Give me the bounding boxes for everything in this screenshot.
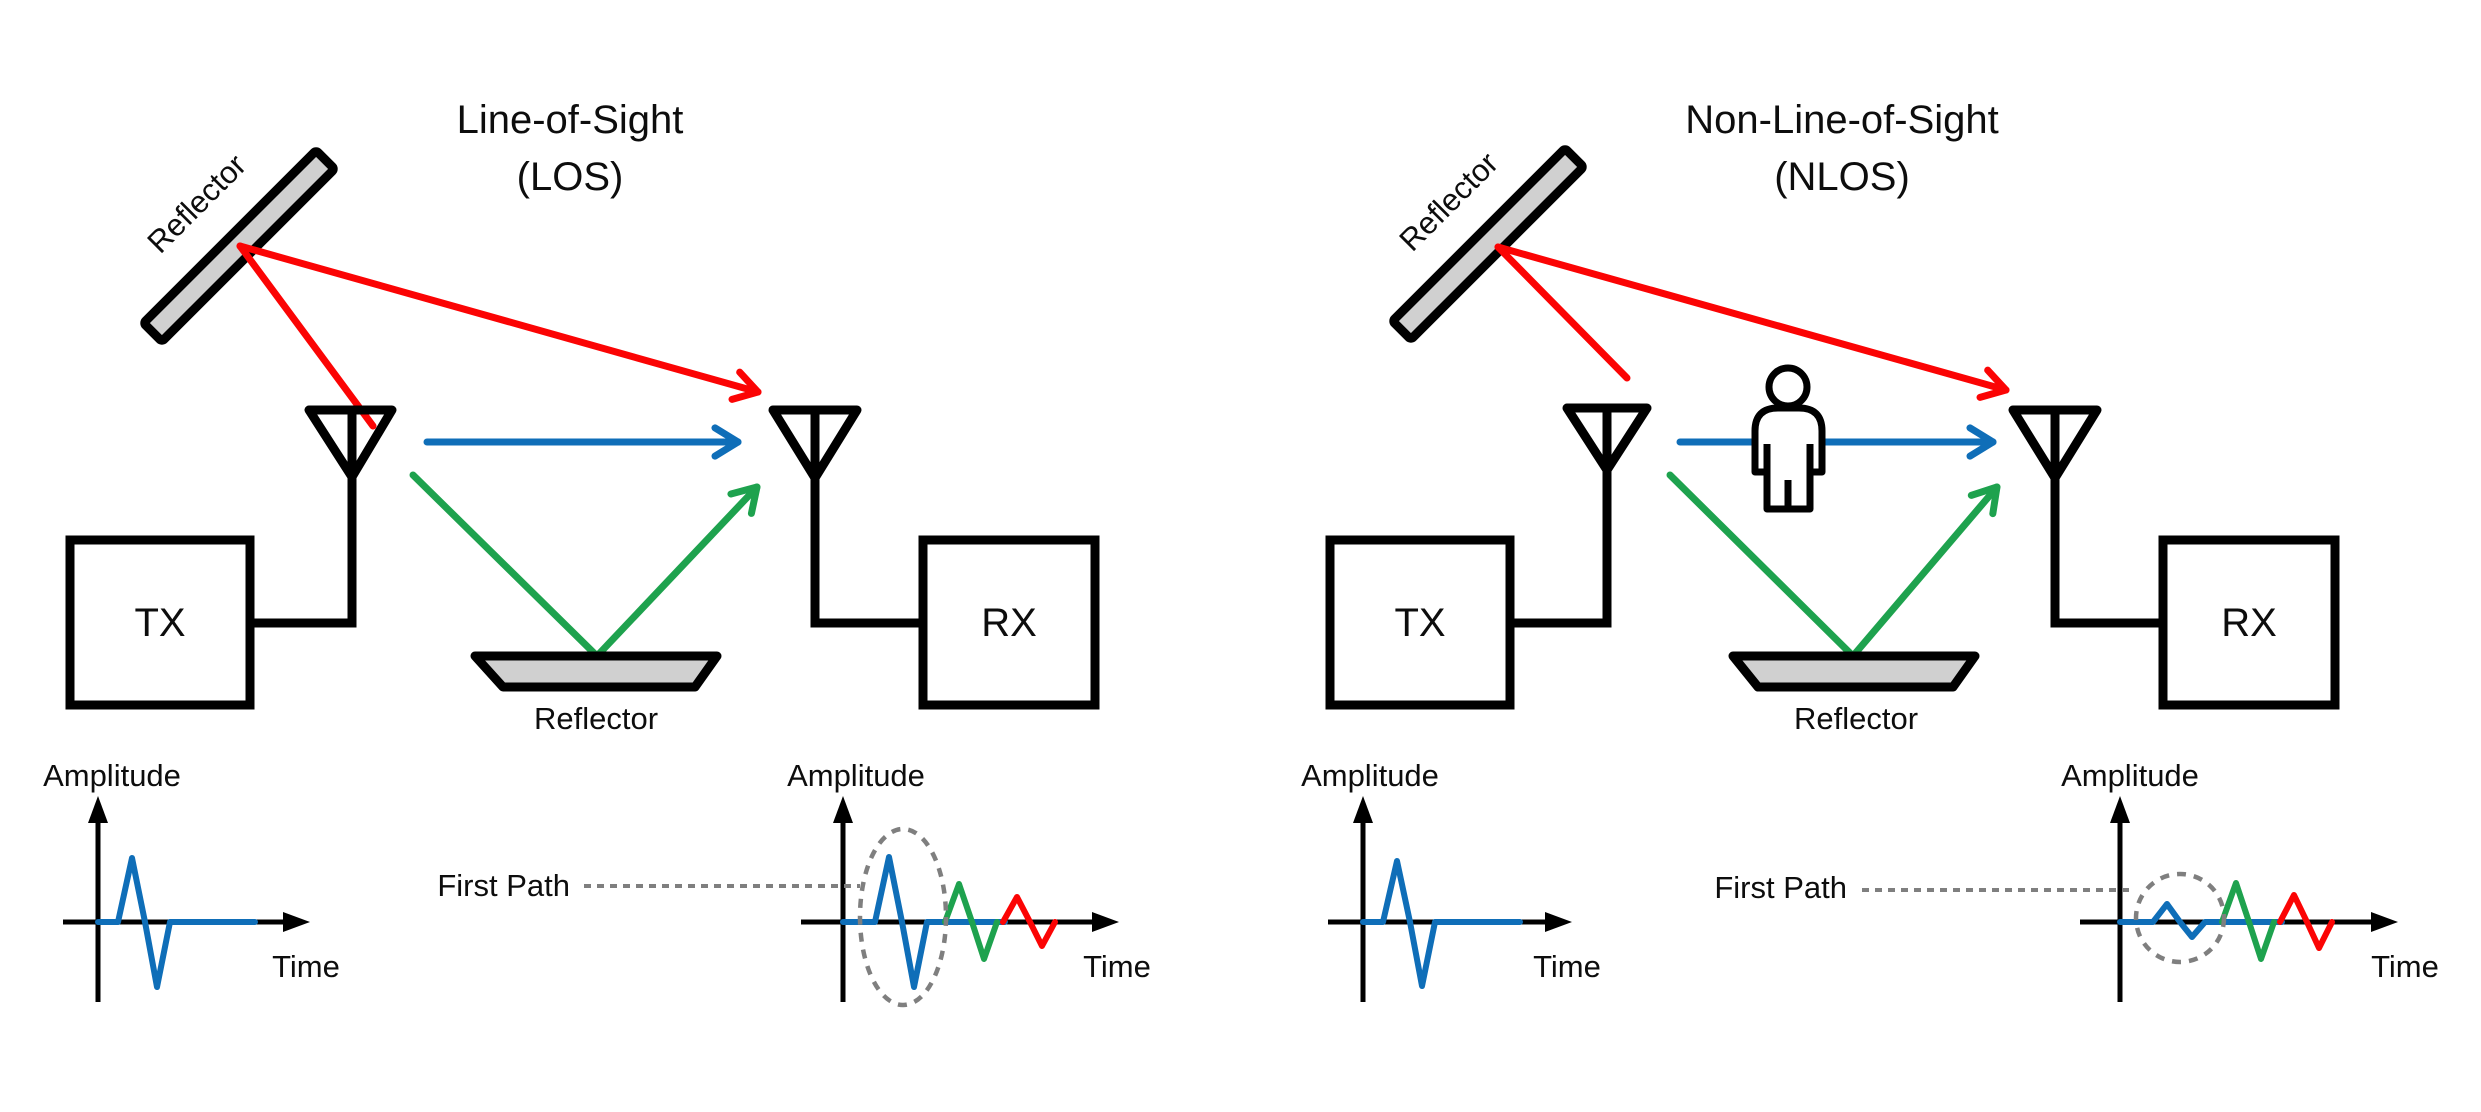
rx-box (2158, 535, 2340, 710)
person-head (1765, 364, 1811, 410)
waveform-blue (95, 855, 258, 990)
y-axis-arrowhead-icon (1353, 796, 1373, 823)
rx-label: RX (2221, 601, 2277, 645)
rx-antenna-icon (768, 405, 862, 483)
tx-to-upper-reflector-ray (236, 242, 377, 430)
tx-box (1325, 535, 1515, 710)
tx-antenna-mast (1510, 410, 1612, 628)
rays-los (236, 242, 762, 660)
waveform-red (1000, 894, 1058, 949)
reflected-path-upper-ray (1494, 243, 2010, 394)
panel-title: Non-Line-of-Sight (1685, 98, 1999, 142)
x-axis-arrowhead-icon (2371, 912, 2398, 932)
amplitude-axis-label: Amplitude (43, 758, 181, 793)
person-obstacle (1751, 364, 1826, 513)
panel-nlos: Non-Line-of-Sight (NLOS) Reflector TX Re… (1301, 98, 2439, 1002)
first-path-label: First Path (437, 868, 570, 903)
lower-reflector (1728, 651, 1980, 692)
time-axis-label: Time (2371, 949, 2439, 984)
lower-reflector (470, 651, 722, 692)
reflected-path-upper-ray (236, 242, 762, 396)
tx-box (65, 535, 255, 710)
time-axis-label: Time (272, 949, 340, 984)
amplitude-axis-label: Amplitude (2061, 758, 2199, 793)
time-axis-label: Time (1083, 949, 1151, 984)
y-axis-arrowhead-icon (2110, 796, 2130, 823)
arrowhead-icon (1966, 424, 1997, 460)
arrowhead-icon (1967, 483, 2001, 518)
x-axis-arrowhead-icon (1545, 912, 1572, 932)
first-path-label: First Path (1714, 870, 1847, 905)
tx-antenna-icon (1562, 403, 1652, 475)
rx-antenna-icon (2008, 405, 2102, 483)
arrowhead-icon (711, 424, 742, 460)
first-path-annotation-nlos: First Path (1714, 870, 2227, 965)
tx-label: TX (1394, 601, 1445, 645)
waveform-green (942, 881, 1000, 962)
panel-title-abbrev: (LOS) (517, 155, 624, 199)
panel-title: Line-of-Sight (457, 98, 684, 142)
waveform-green (2219, 880, 2277, 962)
arrowhead-icon (727, 483, 761, 517)
tx-to-upper-reflector-ray (1494, 243, 1631, 382)
panel-title-abbrev: (NLOS) (1774, 155, 1910, 199)
y-axis-arrowhead-icon (833, 796, 853, 823)
time-axis-label: Time (1533, 949, 1601, 984)
first-path-annotation-los: First Path (437, 826, 949, 1008)
tx-antenna-icon (304, 405, 397, 482)
y-axis-arrowhead-icon (88, 796, 108, 823)
amplitude-axis-label: Amplitude (1301, 758, 1439, 793)
x-axis-arrowhead-icon (1092, 912, 1119, 932)
reflected-path-lower-ray (409, 471, 761, 660)
first-path-highlight-circle (2133, 871, 2227, 965)
waveform-blue (1360, 858, 1523, 989)
lower-reflector-label: Reflector (534, 701, 658, 736)
reflected-path-lower-ray (1666, 471, 2001, 660)
amplitude-axis-label: Amplitude (787, 758, 925, 793)
tx-antenna-mast (250, 412, 357, 628)
x-axis-arrowhead-icon (283, 912, 310, 932)
waveform-red (2277, 892, 2335, 951)
lower-reflector-label: Reflector (1794, 701, 1918, 736)
rx-label: RX (981, 601, 1037, 645)
waveform-blue (2117, 901, 2285, 940)
arrowhead-icon (728, 368, 762, 403)
panel-los: Line-of-Sight (LOS) Reflector TX Reflect… (43, 98, 1151, 1008)
person-body (1751, 404, 1826, 513)
first-path-highlight-circle (857, 826, 949, 1008)
arrowhead-icon (1976, 366, 2010, 401)
waveform-blue (840, 854, 1008, 990)
tx-label: TX (134, 601, 185, 645)
upper-reflector (1389, 145, 1587, 343)
rx-box (918, 535, 1100, 710)
